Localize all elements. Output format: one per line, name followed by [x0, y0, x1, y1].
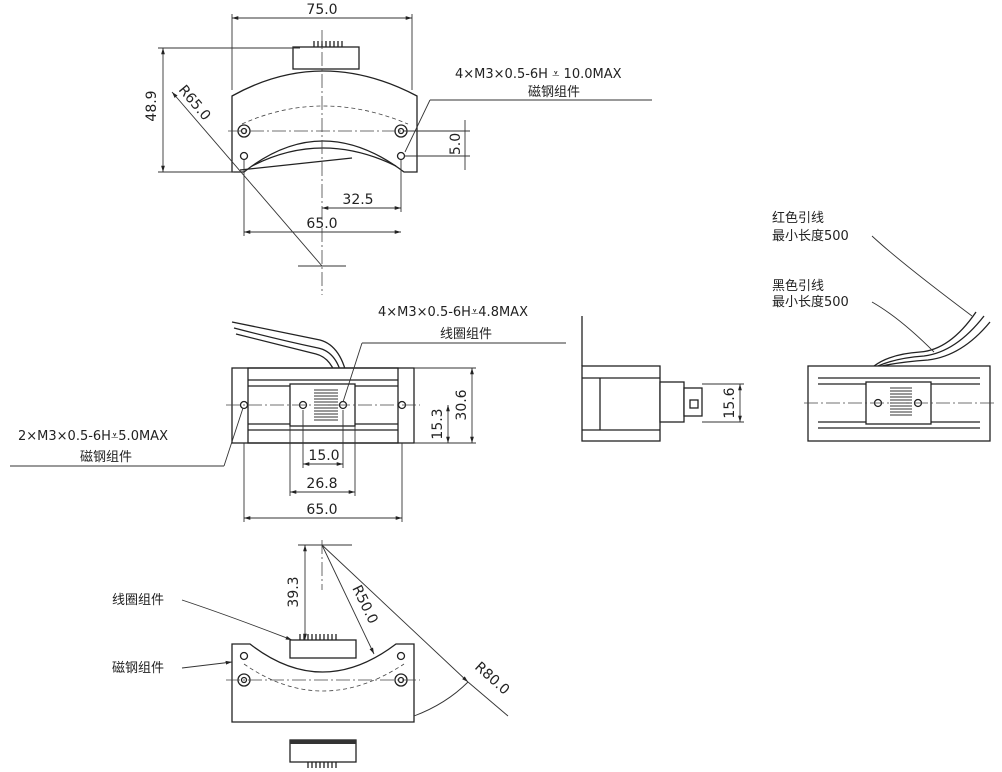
back-view: 红色引线 最小长度500 黑色引线 最小长度500: [772, 210, 994, 442]
back-wire-3: [881, 321, 991, 367]
hole-small-left: [239, 151, 249, 161]
dim-75-text: 75.0: [306, 2, 337, 18]
dim-26-8-text: 26.8: [306, 476, 337, 492]
bottom-magnet-leader: [181, 660, 233, 669]
leader: [342, 342, 363, 403]
dim-r50-text: R50.0: [348, 583, 380, 627]
bottom-hole-big-left-inner: [240, 676, 248, 684]
bottom-connector-edge: [290, 740, 356, 744]
front-left-spec: 2×M3×0.5-6H⩡5.0MAX: [18, 429, 168, 444]
red-lead-leader: [871, 235, 973, 317]
dim-15-3-text: 15.3: [430, 408, 446, 439]
bottom-magnet-label: 磁钢组件: [112, 661, 164, 676]
side-coil: [659, 381, 685, 423]
dim-5-text: 5.0: [448, 133, 464, 155]
side-coil-slot: [689, 399, 699, 409]
dim-r80-text: R80.0: [471, 659, 512, 698]
black-lead-leader: [871, 301, 935, 353]
dim-15-0-text: 15.0: [308, 448, 339, 464]
coil-windings: [314, 389, 338, 421]
top-slot-arc: [251, 147, 397, 167]
bottom-hole-small-right: [396, 651, 406, 661]
black-lead-length: 最小长度500: [772, 294, 849, 310]
bottom-connector-top: [289, 639, 357, 659]
front-callout-label: 线圈组件: [440, 327, 492, 342]
dim-r65: [171, 91, 323, 267]
dim-r80-tail: [467, 681, 509, 717]
front-view: 4×M3×0.5-6H⩡4.8MAX 线圈组件 2×M3×0.5-6H⩡5.0M…: [10, 305, 566, 522]
black-lead-label: 黑色引线: [772, 278, 824, 294]
bottom-coil-label: 线圈组件: [112, 593, 164, 608]
red-lead-length: 最小长度500: [772, 228, 849, 244]
dim-r80: [321, 544, 469, 683]
bottom-coil-leader: [181, 599, 293, 641]
dim-65-top-text: 65.0: [306, 216, 337, 232]
leader: [404, 99, 431, 153]
top-slot-line: [239, 157, 353, 171]
bottom-connector-bottom-teeth: [307, 762, 337, 768]
side-coil-tab: [683, 387, 703, 417]
top-connector: [292, 46, 360, 70]
top-view: 75.0 48.9 R65.0 5.0 4×M3×0.5-6H ⩡ 10.0MA…: [144, 2, 652, 295]
front-left-label: 磁钢组件: [80, 450, 132, 465]
top-body: [231, 70, 418, 173]
dim-39-3-text: 39.3: [286, 576, 302, 607]
bottom-body: [231, 643, 415, 723]
front-hole-left: [239, 400, 249, 410]
bottom-inner-arc: [243, 663, 405, 692]
side-view: 15.6: [581, 316, 744, 442]
top-inner-arc: [241, 105, 409, 125]
front-callout-spec: 4×M3×0.5-6H⩡4.8MAX: [378, 305, 528, 320]
hole-big-right-inner: [397, 127, 405, 135]
bottom-view: 39.3 R50.0 R80.0 线圈组件 磁钢组件: [112, 540, 512, 768]
bottom-hole-small-left: [239, 651, 249, 661]
back-wire-1: [873, 311, 977, 367]
red-lead-label: 红色引线: [772, 210, 824, 226]
dim-48-9-text: 48.9: [144, 90, 160, 121]
dim-30-6-text: 30.6: [454, 389, 470, 420]
top-callout-label: 磁钢组件: [528, 85, 580, 100]
r80-arc: [413, 681, 469, 717]
wire-2: [233, 327, 344, 383]
leader: [223, 407, 244, 467]
dim-15-6-text: 15.6: [722, 387, 738, 418]
wire-1: [231, 321, 349, 383]
connector-teeth: [313, 41, 343, 47]
top-callout-spec: 4×M3×0.5-6H ⩡ 10.0MAX: [455, 67, 622, 82]
dim-r50: [321, 544, 375, 655]
back-wire-2: [877, 315, 985, 367]
dim-65-front-text: 65.0: [306, 502, 337, 518]
dim-32-5-text: 32.5: [342, 192, 373, 208]
